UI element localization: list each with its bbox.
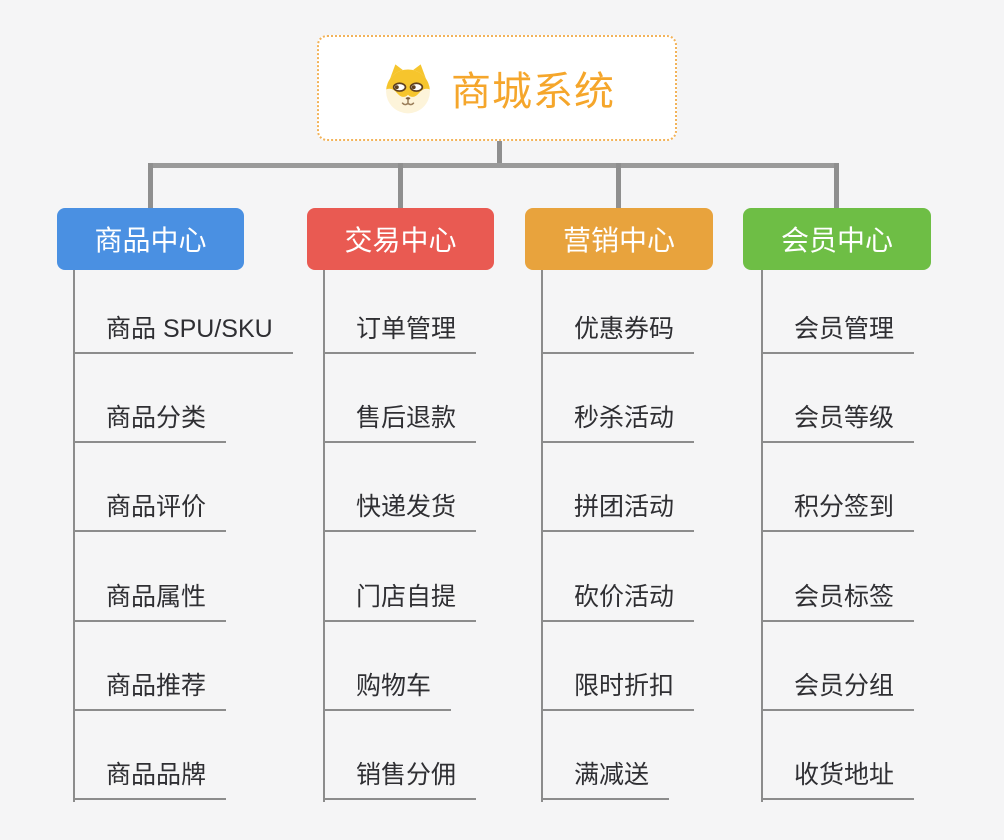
branch-spine-trade xyxy=(323,270,325,802)
subtopic-item[interactable]: 快递发货 xyxy=(323,493,477,532)
connector-root-stub xyxy=(497,141,502,165)
subtopic-item[interactable]: 商品品牌 xyxy=(73,761,227,800)
subtopic-item[interactable]: 门店自提 xyxy=(323,583,477,622)
branch-topic-trade-center[interactable]: 交易中心 xyxy=(307,208,494,270)
subtopic-item[interactable]: 收货地址 xyxy=(761,761,915,800)
subtopic-item[interactable]: 会员分组 xyxy=(761,672,915,711)
branch-spine-product xyxy=(73,270,75,802)
branch-label: 营销中心 xyxy=(562,225,675,256)
root-topic[interactable]: 商城系统 xyxy=(317,35,677,141)
subtopic-item[interactable]: 购物车 xyxy=(323,672,452,711)
branch-spine-member xyxy=(761,270,763,802)
connector-drop-marketing xyxy=(616,163,621,209)
connector-drop-member xyxy=(834,163,839,209)
branch-topic-member-center[interactable]: 会员中心 xyxy=(743,208,931,270)
subtopic-item[interactable]: 会员等级 xyxy=(761,404,915,443)
root-topic-title: 商城系统 xyxy=(451,70,615,114)
subtopic-item[interactable]: 限时折扣 xyxy=(541,672,695,711)
subtopic-item[interactable]: 积分签到 xyxy=(761,493,915,532)
subtopic-item[interactable]: 商品评价 xyxy=(73,493,227,532)
shiba-dog-face-icon xyxy=(386,64,430,114)
subtopic-item[interactable]: 商品属性 xyxy=(73,583,227,622)
connector-horizontal-rail xyxy=(148,163,839,168)
subtopic-item[interactable]: 优惠券码 xyxy=(541,315,695,354)
branch-label: 交易中心 xyxy=(344,225,457,256)
subtopic-item[interactable]: 商品分类 xyxy=(73,404,227,443)
subtopic-item[interactable]: 商品 SPU/SKU xyxy=(73,315,293,354)
subtopic-item[interactable]: 售后退款 xyxy=(323,404,477,443)
branch-label: 会员中心 xyxy=(780,225,893,256)
subtopic-item[interactable]: 销售分佣 xyxy=(323,761,477,800)
connector-drop-trade xyxy=(398,163,403,209)
branch-topic-product-center[interactable]: 商品中心 xyxy=(57,208,244,270)
branch-topic-marketing-center[interactable]: 营销中心 xyxy=(525,208,713,270)
subtopic-item[interactable]: 商品推荐 xyxy=(73,672,227,711)
subtopic-item[interactable]: 拼团活动 xyxy=(541,493,695,532)
connector-drop-product xyxy=(148,163,153,209)
subtopic-item[interactable]: 订单管理 xyxy=(323,315,477,354)
subtopic-item[interactable]: 满减送 xyxy=(541,761,670,800)
subtopic-item[interactable]: 砍价活动 xyxy=(541,583,695,622)
branch-spine-marketing xyxy=(541,270,543,802)
subtopic-item[interactable]: 秒杀活动 xyxy=(541,404,695,443)
branch-label: 商品中心 xyxy=(94,225,207,256)
subtopic-item[interactable]: 会员管理 xyxy=(761,315,915,354)
subtopic-item[interactable]: 会员标签 xyxy=(761,583,915,622)
